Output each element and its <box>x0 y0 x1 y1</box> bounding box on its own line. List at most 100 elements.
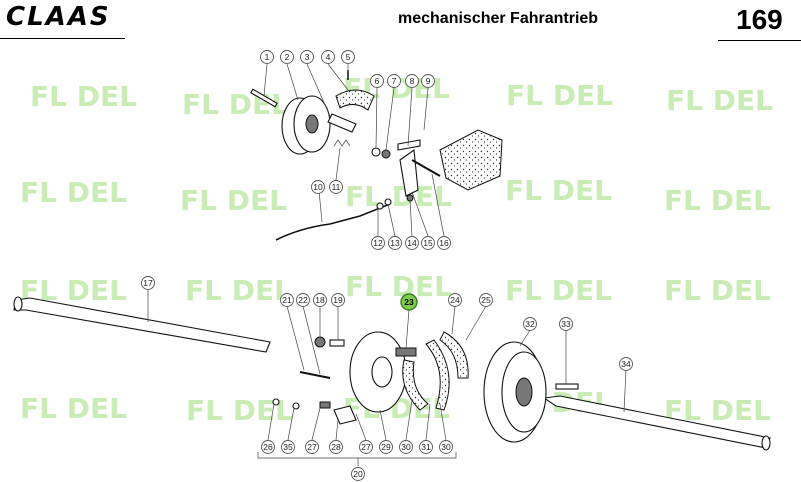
svg-text:22: 22 <box>298 295 308 305</box>
svg-text:33: 33 <box>561 319 571 329</box>
watermark-text: FL DEL <box>30 80 137 113</box>
callout-14: 14 <box>405 236 419 250</box>
callout-30: 30 <box>399 440 413 454</box>
svg-text:4: 4 <box>326 52 331 62</box>
leader-line <box>311 407 321 441</box>
svg-text:23: 23 <box>404 297 414 307</box>
drum-hub <box>305 114 319 134</box>
axle-shaft-left <box>13 297 271 353</box>
cable-part <box>275 203 391 241</box>
leader-line <box>327 63 349 91</box>
svg-text:2: 2 <box>285 52 290 62</box>
callout-13: 13 <box>388 236 402 250</box>
upper-assembly <box>250 70 503 241</box>
callout-15: 15 <box>421 236 435 250</box>
stud-part <box>299 371 331 379</box>
pin-part <box>292 402 300 410</box>
callout-1: 1 <box>260 50 274 64</box>
svg-text:24: 24 <box>450 295 460 305</box>
callouts: 1 2 3 4 5 6 7 8 9 10 11 12 13 14 15 16 1… <box>141 50 633 481</box>
svg-text:11: 11 <box>332 182 341 192</box>
svg-text:34: 34 <box>621 359 631 369</box>
svg-text:25: 25 <box>481 295 491 305</box>
svg-text:12: 12 <box>373 238 383 248</box>
watermark-text: FL DEL <box>345 270 452 303</box>
watermark-text: FL DEL <box>505 174 612 207</box>
lever-part <box>327 113 357 133</box>
pin-part <box>250 88 278 108</box>
callout-11: 11 <box>329 180 343 194</box>
brake-shoe-part <box>402 359 429 411</box>
callout-21: 21 <box>280 293 294 307</box>
backing-plate-hub <box>371 356 393 388</box>
callout-30: 30 <box>439 440 453 454</box>
svg-text:1: 1 <box>265 52 270 62</box>
brake-shoe-part <box>425 339 450 411</box>
svg-text:26: 26 <box>263 442 273 452</box>
leader-line <box>385 87 395 151</box>
leader-line <box>267 403 275 441</box>
callout-27: 27 <box>359 440 373 454</box>
callout-31: 31 <box>419 440 433 454</box>
leader-line <box>405 399 413 441</box>
watermark-text: FL DEL <box>666 84 773 117</box>
leader-line <box>263 63 268 97</box>
callout-12: 12 <box>371 236 385 250</box>
svg-text:15: 15 <box>423 238 433 248</box>
leader-line <box>623 369 627 413</box>
leader-line <box>286 305 305 371</box>
svg-text:30: 30 <box>401 442 411 452</box>
svg-text:19: 19 <box>333 295 343 305</box>
page-number-rule <box>718 40 801 41</box>
callout-34: 34 <box>619 357 633 371</box>
leader-line <box>302 305 321 375</box>
svg-text:7: 7 <box>392 76 397 86</box>
callout-29: 29 <box>379 440 393 454</box>
spring-part <box>333 139 351 147</box>
callout-7: 7 <box>387 74 401 88</box>
watermark-text: FL DEL <box>664 274 771 307</box>
bolt-part <box>397 139 421 151</box>
callout-35: 35 <box>281 440 295 454</box>
block-part <box>333 405 357 425</box>
callout-8: 8 <box>405 74 419 88</box>
group-bracket <box>257 452 457 466</box>
logo-rule <box>0 38 125 39</box>
leader-line <box>355 413 367 441</box>
lower-assembly <box>272 331 579 443</box>
leader-line <box>405 309 410 349</box>
callout-16: 16 <box>437 236 451 250</box>
washer-part <box>371 147 381 157</box>
axle-shaft-end <box>13 296 23 312</box>
brake-lining-part <box>335 89 375 111</box>
leader-line <box>375 87 378 149</box>
callout-18: 18 <box>313 293 327 307</box>
svg-text:16: 16 <box>439 238 449 248</box>
callout-32: 32 <box>523 317 537 331</box>
leader-line <box>423 87 429 131</box>
watermark-text: FL DEL <box>20 392 127 425</box>
svg-text:31: 31 <box>421 442 431 452</box>
callout-6: 6 <box>370 74 384 88</box>
callout-2: 2 <box>280 50 294 64</box>
svg-text:6: 6 <box>375 76 380 86</box>
nut-part <box>314 336 326 348</box>
svg-text:32: 32 <box>525 319 535 329</box>
brand-logo: CLAAS <box>6 2 111 32</box>
callout-19: 19 <box>331 293 345 307</box>
watermark-text: FL DEL <box>506 79 613 112</box>
page-number: 169 <box>736 4 783 35</box>
callout-33: 33 <box>559 317 573 331</box>
leader-line <box>425 403 431 441</box>
svg-text:9: 9 <box>426 76 431 86</box>
svg-text:3: 3 <box>305 52 310 62</box>
leader-line <box>379 409 387 441</box>
callout-10: 10 <box>311 180 325 194</box>
svg-text:30: 30 <box>441 442 451 452</box>
callout-28: 28 <box>329 440 343 454</box>
leader-line <box>439 403 447 441</box>
wheel-bolt-part <box>555 383 579 390</box>
brake-drum-hub <box>515 377 533 407</box>
callout-26: 26 <box>261 440 275 454</box>
